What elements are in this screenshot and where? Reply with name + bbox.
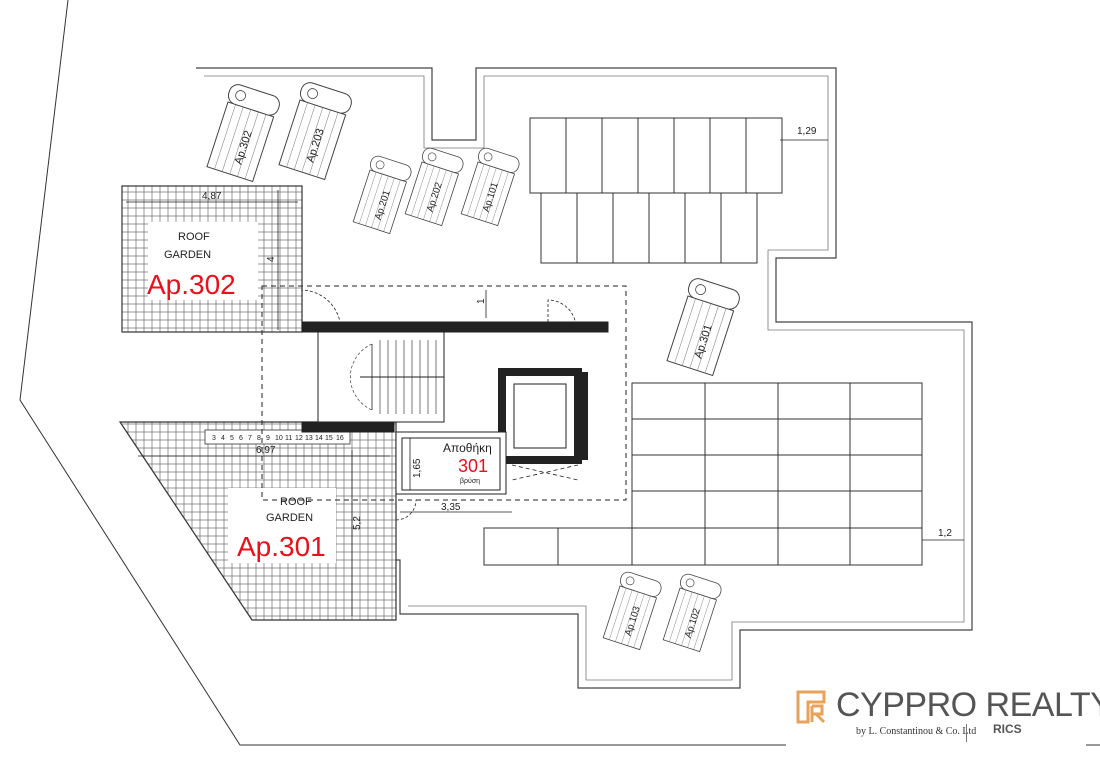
step-13: 13: [305, 435, 313, 442]
brand-subtitle: by L. Constantinou & Co. Ltd: [856, 726, 977, 737]
heater-ap302: Ap.302: [204, 81, 283, 183]
site-boundary: [19, 0, 1100, 746]
heater-ap101: Ap.101: [459, 145, 522, 227]
dim-1-2: 1,2: [938, 528, 952, 539]
storage-number: 301: [458, 456, 488, 476]
heater-ap103: Ap.103: [601, 569, 664, 651]
garden-302-name: Ap.302: [147, 269, 236, 300]
step-14: 14: [315, 435, 323, 442]
garden-301-name: Ap.301: [237, 531, 326, 562]
water-heaters: Ap.302 Ap.203 Ap.201 Ap.202 Ap.101 Ap.30…: [204, 79, 743, 653]
solar-panels-upper: [529, 117, 783, 264]
step-3: 3: [212, 435, 216, 442]
garden-302-dim-width: 4,87: [202, 191, 222, 202]
garden-301-roof: ROOF: [280, 496, 312, 508]
step-9: 9: [266, 435, 270, 442]
roof-outline: [196, 67, 973, 689]
roof-garden-ap301: [118, 421, 397, 621]
heater-ap203: Ap.203: [276, 79, 355, 181]
dim-3-35: 3,35: [441, 502, 461, 513]
storage-title: Αποθήκη: [443, 441, 492, 455]
garden-302-dim-depth: 4: [266, 256, 277, 262]
stair-step-numbers: 3 4 5 6 7 8 9 10 11 12 13 14 15 16: [212, 435, 344, 442]
roof-garden-ap302: [121, 185, 303, 333]
step-15: 15: [325, 435, 333, 442]
step-10: 10: [275, 435, 283, 442]
cr-logo-icon: [796, 690, 826, 724]
solar-panels-lower: [483, 382, 923, 566]
step-8: 8: [257, 435, 261, 442]
stair-core: [261, 139, 964, 541]
step-7: 7: [248, 435, 252, 442]
step-12: 12: [295, 435, 303, 442]
garden-301-garden: GARDEN: [266, 512, 313, 524]
step-4: 4: [221, 435, 225, 442]
dim-1-29: 1,29: [797, 126, 817, 137]
dim-1-65: 1,65: [412, 458, 423, 478]
step-6: 6: [239, 435, 243, 442]
heater-ap201: Ap.201: [351, 153, 414, 235]
step-5: 5: [230, 435, 234, 442]
brand-divider: [966, 724, 967, 742]
garden-301-dim-width: 6,97: [256, 445, 276, 456]
garden-301-dim-depth: 5,2: [352, 516, 363, 530]
storage-sub: βρύση: [460, 477, 480, 485]
dim-1: 1: [476, 298, 487, 304]
brand-name: CYPPRO REALTY: [836, 686, 1100, 724]
step-16: 16: [336, 435, 344, 442]
garden-302-roof: ROOF: [178, 231, 210, 243]
heater-ap102: Ap.102: [661, 571, 724, 653]
cyppro-realty-logo: CYPPRO REALTY by L. Constantinou & Co. L…: [786, 684, 1100, 746]
step-11: 11: [285, 435, 292, 442]
heater-ap301: Ap.301: [664, 275, 743, 377]
rics-badge: RICS: [993, 722, 1022, 736]
garden-302-garden: GARDEN: [164, 249, 211, 261]
heater-ap202: Ap.202: [403, 145, 466, 227]
